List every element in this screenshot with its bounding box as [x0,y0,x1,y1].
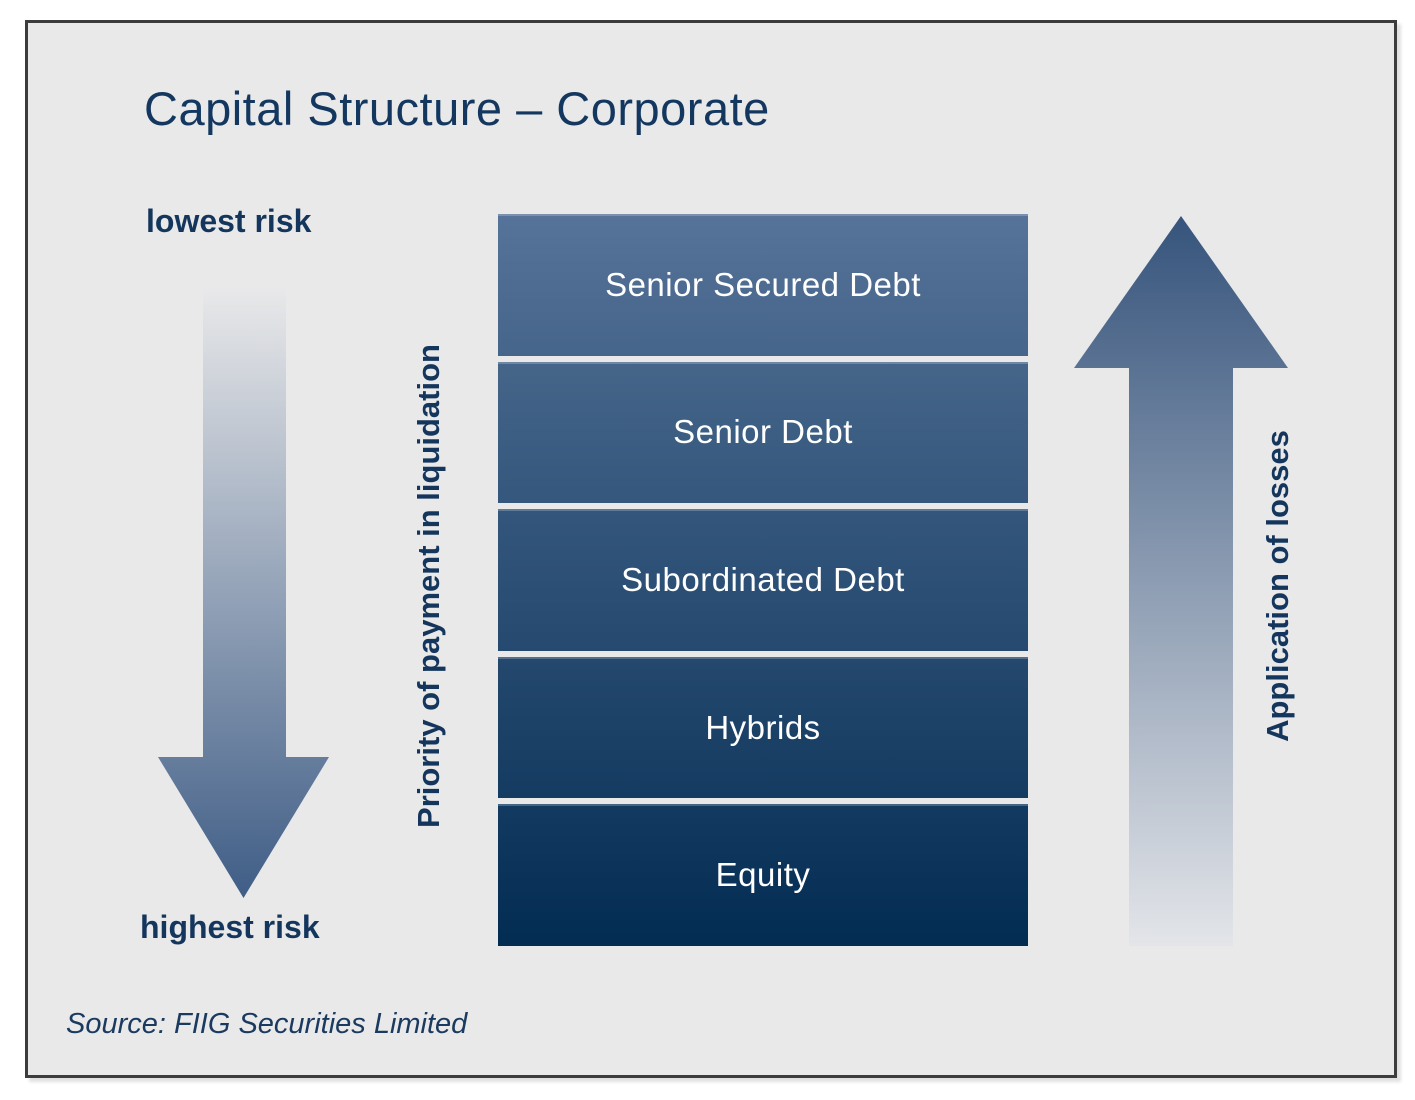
priority-of-payment-axis-label: Priority of payment in liquidation [411,344,446,828]
lowest-risk-label: lowest risk [146,203,312,239]
diagram-panel: Capital Structure – Corporate lowest ris… [25,20,1397,1078]
capital-layer-label: Hybrids [705,708,821,746]
risk-arrow-down-icon [158,286,329,898]
capital-layer-label: Senior Secured Debt [605,265,921,303]
losses-arrow-up-icon [1074,216,1288,946]
capital-layer-senior-debt: Senior Debt [498,361,1028,504]
capital-layer-senior-secured-debt: Senior Secured Debt [498,214,1028,356]
capital-layer-equity: Equity [498,804,1028,946]
capital-layer-label: Subordinated Debt [621,560,905,598]
capital-layer-label: Senior Debt [673,413,853,451]
application-of-losses-axis-label: Application of losses [1260,430,1295,742]
highest-risk-label: highest risk [140,909,320,945]
capital-layer-hybrids: Hybrids [498,656,1028,799]
capital-layer-subordinated-debt: Subordinated Debt [498,509,1028,651]
page-title: Capital Structure – Corporate [144,82,770,135]
source-attribution: Source: FIIG Securities Limited [66,1008,468,1040]
capital-layer-label: Equity [715,856,811,894]
